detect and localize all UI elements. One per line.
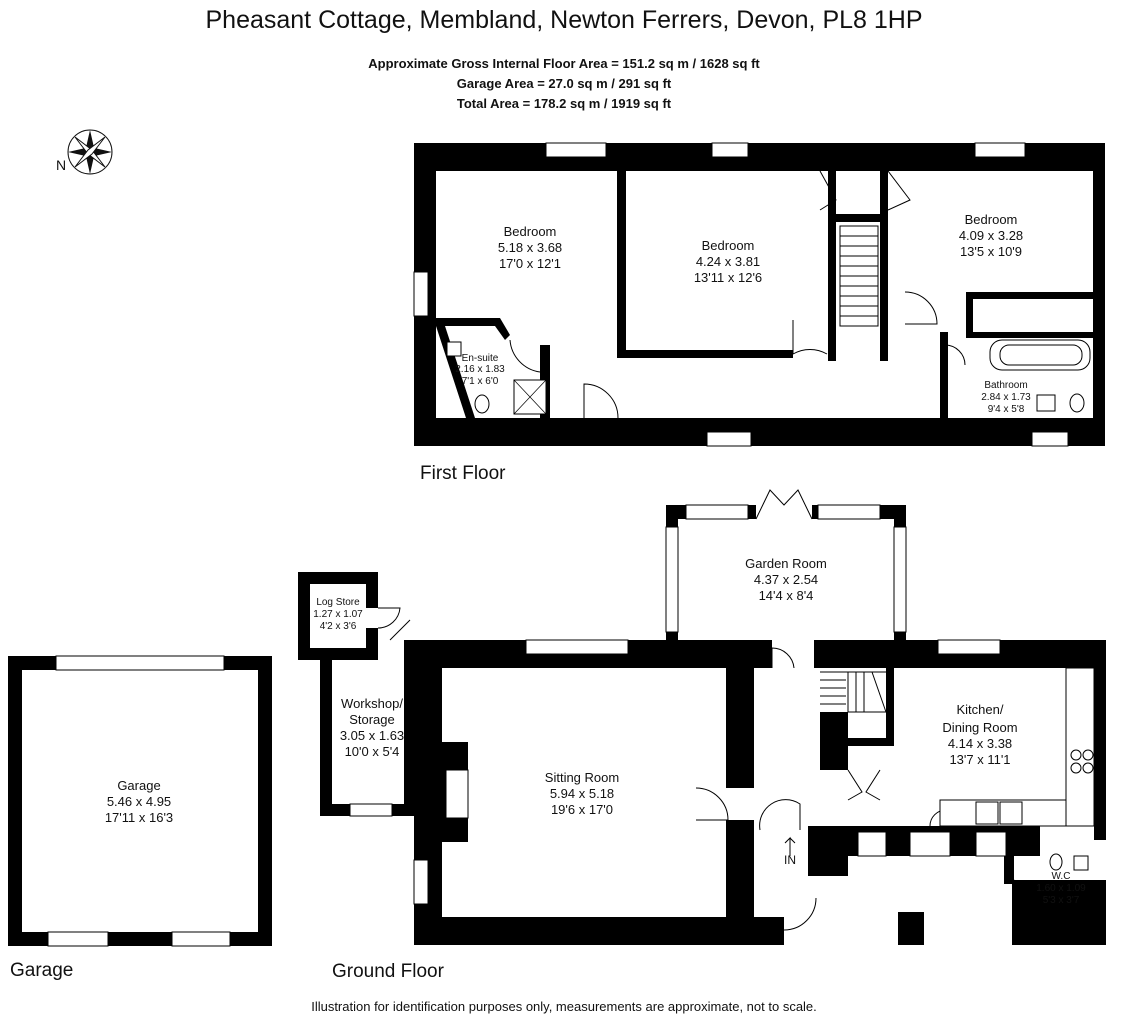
bedroom-2-metric: 4.24 x 3.81 bbox=[696, 254, 760, 269]
sitting-room-imperial: 19'6 x 17'0 bbox=[551, 802, 613, 817]
garage-floor-label: Garage bbox=[10, 960, 74, 981]
workshop-metric: 3.05 x 1.63 bbox=[340, 728, 404, 743]
workshop-name-2: Storage bbox=[349, 712, 395, 727]
first-floor-plan bbox=[413, 142, 1105, 447]
ensuite-name: En-suite bbox=[462, 353, 499, 364]
garage-plan bbox=[8, 655, 272, 947]
gross-internal-area: Approximate Gross Internal Floor Area = … bbox=[368, 56, 760, 71]
kitchen-imperial: 13'7 x 11'1 bbox=[949, 752, 1010, 767]
kitchen-metric: 4.14 x 3.38 bbox=[948, 736, 1012, 751]
kitchen-name: Kitchen/ bbox=[957, 702, 1004, 717]
log-store-imperial: 4'2 x 3'6 bbox=[320, 621, 357, 632]
bedroom-1-metric: 5.18 x 3.68 bbox=[498, 240, 562, 255]
workshop-name: Workshop/ bbox=[341, 696, 403, 711]
wc-name: W.C bbox=[1052, 871, 1071, 882]
ground-floor-plan bbox=[298, 489, 1106, 945]
bathroom-metric: 2.84 x 1.73 bbox=[981, 392, 1031, 403]
entrance-label: IN bbox=[784, 853, 796, 867]
wc-metric: 1.60 x 1.09 bbox=[1036, 883, 1086, 894]
garden-room-name: Garden Room bbox=[745, 556, 827, 571]
log-store-metric: 1.27 x 1.07 bbox=[313, 609, 363, 620]
garden-room-imperial: 14'4 x 8'4 bbox=[759, 588, 814, 603]
log-store-name: Log Store bbox=[316, 597, 360, 608]
page-title: Pheasant Cottage, Membland, Newton Ferre… bbox=[205, 6, 923, 34]
ensuite-imperial: 7'1 x 6'0 bbox=[462, 376, 499, 387]
sitting-room-name: Sitting Room bbox=[545, 770, 619, 785]
kitchen-name-2: Dining Room bbox=[942, 720, 1017, 735]
ground-floor-label: Ground Floor bbox=[332, 961, 444, 982]
garage-area: Garage Area = 27.0 sq m / 291 sq ft bbox=[456, 76, 672, 91]
garden-room-metric: 4.37 x 2.54 bbox=[754, 572, 818, 587]
bedroom-3-imperial: 13'5 x 10'9 bbox=[960, 244, 1022, 259]
ensuite-metric: 2.16 x 1.83 bbox=[455, 364, 505, 375]
compass-north-label: N bbox=[56, 157, 66, 173]
garage-name: Garage bbox=[117, 778, 160, 793]
bedroom-3-metric: 4.09 x 3.28 bbox=[959, 228, 1023, 243]
sitting-room-metric: 5.94 x 5.18 bbox=[550, 786, 614, 801]
garage-metric: 5.46 x 4.95 bbox=[107, 794, 171, 809]
bathroom-imperial: 9'4 x 5'8 bbox=[988, 404, 1025, 415]
bedroom-1-name: Bedroom bbox=[504, 224, 557, 239]
bedroom-3-name: Bedroom bbox=[965, 212, 1018, 227]
workshop-imperial: 10'0 x 5'4 bbox=[345, 744, 400, 759]
wc-imperial: 5'3 x 3'7 bbox=[1043, 895, 1080, 906]
total-area: Total Area = 178.2 sq m / 1919 sq ft bbox=[456, 96, 672, 111]
compass-rose-icon bbox=[67, 129, 113, 175]
bedroom-2-name: Bedroom bbox=[702, 238, 755, 253]
bedroom-2-imperial: 13'11 x 12'6 bbox=[694, 270, 762, 285]
disclaimer: Illustration for identification purposes… bbox=[311, 999, 817, 1014]
bathroom-name: Bathroom bbox=[984, 380, 1027, 391]
bedroom-1-imperial: 17'0 x 12'1 bbox=[499, 256, 561, 271]
garage-imperial: 17'11 x 16'3 bbox=[105, 810, 173, 825]
first-floor-label: First Floor bbox=[420, 463, 506, 484]
